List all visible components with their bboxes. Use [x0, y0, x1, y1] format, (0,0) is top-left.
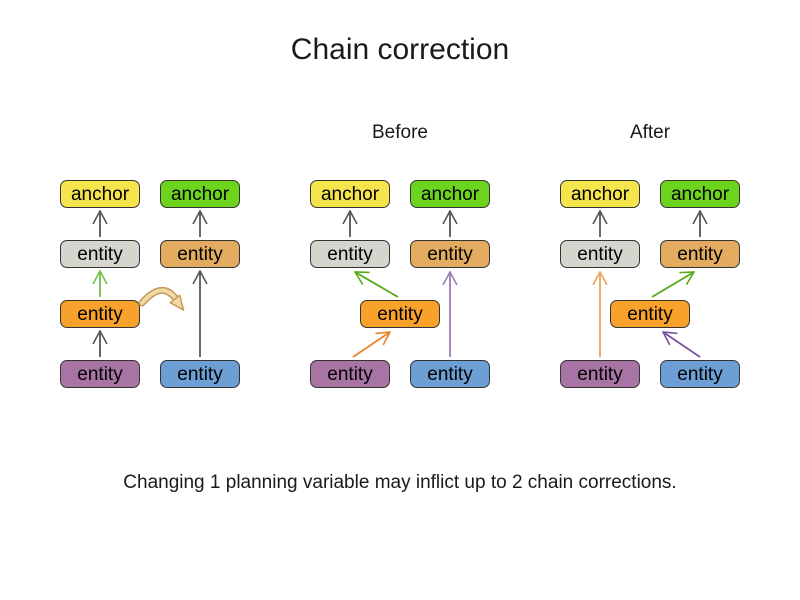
before-entity-gray: entity	[310, 240, 390, 268]
caption: Changing 1 planning variable may inflict…	[123, 472, 677, 493]
before-anchor-green: anchor	[410, 180, 490, 208]
initial-entity-gray: entity	[60, 240, 140, 268]
before-entity-blue: entity	[410, 360, 490, 388]
arrow-before-orange-to-gray	[355, 272, 399, 298]
curved-move-arrow-icon	[138, 287, 185, 311]
before-label: Before	[372, 122, 428, 143]
initial-entity-tan: entity	[160, 240, 240, 268]
arrow-before-purple-to-orange	[352, 332, 390, 358]
initial-anchor-yellow: anchor	[60, 180, 140, 208]
page-title: Chain correction	[290, 33, 510, 66]
after-entity-orange: entity	[610, 300, 690, 328]
before-anchor-yellow: anchor	[310, 180, 390, 208]
before-entity-tan: entity	[410, 240, 490, 268]
after-entity-purple: entity	[560, 360, 640, 388]
initial-entity-orange: entity	[60, 300, 140, 328]
after-anchor-yellow: anchor	[560, 180, 640, 208]
initial-entity-purple: entity	[60, 360, 140, 388]
initial-anchor-green: anchor	[160, 180, 240, 208]
before-entity-purple: entity	[310, 360, 390, 388]
before-entity-orange: entity	[360, 300, 440, 328]
after-entity-blue: entity	[660, 360, 740, 388]
after-anchor-green: anchor	[660, 180, 740, 208]
initial-entity-blue: entity	[160, 360, 240, 388]
after-entity-tan: entity	[660, 240, 740, 268]
arrow-after-blue-to-orange	[663, 332, 701, 358]
after-label: After	[629, 122, 671, 143]
arrow-after-orange-to-tan	[651, 272, 694, 298]
after-entity-gray: entity	[560, 240, 640, 268]
